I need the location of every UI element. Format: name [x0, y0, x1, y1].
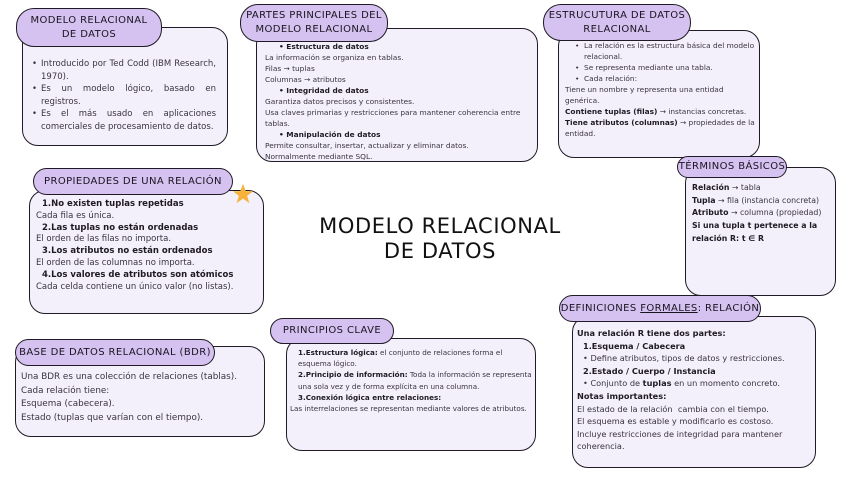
definiciones-title-pre: DEFINICIONES	[560, 302, 641, 314]
estructura-title-line2: RELACIONAL	[583, 23, 651, 35]
partes-title-line1: PARTES PRINCIPALES DEL	[246, 10, 382, 21]
bdr-content: Una BDR es una colección de relaciones (…	[21, 371, 265, 425]
text-line: Estado (tuplas que varían con el tiempo)…	[21, 412, 204, 423]
principle-item: 2.Principio de información: Toda la info…	[298, 370, 532, 391]
principios-card	[286, 338, 536, 451]
estructura-title-line1: ESTRUCUTURA DE DATOS	[548, 9, 686, 21]
text-line: Esquema (cabecera).	[21, 399, 115, 410]
definiciones-title-underlined: FORMALES	[640, 302, 698, 314]
main-title-line2: DE DATOS	[383, 239, 497, 263]
list-item: Es un modelo lógico, basado en registros…	[32, 83, 216, 108]
terminos-title: TÉRMINOS BÁSICOS	[678, 161, 786, 172]
section-heading: • Manipulación de datos	[279, 130, 381, 139]
bdr-title: BASE DE DATOS RELACIONAL (BDR)	[19, 346, 211, 358]
propiedades-title: PROPIEDADES DE UNA RELACIÓN	[44, 175, 222, 187]
text-line: La información se organiza en tablas.	[265, 53, 404, 62]
list-item: Es el más usado en aplicaciones comercia…	[32, 108, 216, 133]
notes-heading: Notas importantes:	[577, 390, 667, 401]
terminos-content: Relación → tabla Tupla → fila (instancia…	[692, 182, 832, 246]
modelo-title-line1: MODELO RELACIONAL	[30, 14, 148, 26]
text-line: Cada relación tiene:	[21, 385, 110, 396]
list-item: Cada relación:	[575, 73, 759, 84]
propiedades-content: 1.No existen tuplas repetidas Cada fila …	[36, 199, 264, 293]
text-line: Normalmente mediante SQL.	[265, 152, 373, 161]
property-heading: 4.Los valores de atributos son atómicos	[42, 269, 234, 280]
text-line: Tupla → fila (instancia concreta)	[692, 195, 820, 205]
property-text: Cada fila es única.	[36, 210, 115, 221]
modelo-header: MODELO RELACIONAL DE DATOS	[16, 8, 162, 47]
note-line: El esquema es estable y modificarlo es c…	[577, 416, 774, 427]
property-text: El orden de las filas no importa.	[36, 234, 172, 245]
terminos-header: TÉRMINOS BÁSICOS	[677, 156, 787, 178]
part-bullet: • Define atributos, tipos de datos y res…	[583, 353, 785, 364]
property-heading: 2.Las tuplas no están ordenadas	[42, 222, 199, 233]
property-text: Cada celda contiene un único valor (no l…	[36, 281, 234, 292]
text-line: Columnas → atributos	[265, 75, 346, 84]
text-line: Usa claves primarias y restricciones par…	[265, 108, 521, 128]
text-line: Si una tupla t pertenece a la relación R…	[692, 221, 818, 243]
principle-item: 1.Estructura lógica: el conjunto de rela…	[298, 348, 503, 369]
text-line: Permite consultar, insertar, actualizar …	[265, 141, 469, 150]
text-line: Garantiza datos precisos y consistentes.	[265, 97, 415, 106]
part-bullet: • Conjunto de tuplas en un momento concr…	[583, 378, 781, 389]
partes-title-line2: MODELO RELACIONAL	[255, 24, 373, 35]
star-icon	[232, 183, 254, 204]
principle-item: 3.Conexión lógica entre relaciones:	[298, 392, 442, 402]
partes-card	[256, 28, 538, 162]
section-heading: • Estructura de datos	[279, 42, 369, 51]
part-heading: 2.Estado / Cuerpo / Instancia	[583, 365, 716, 376]
list-item: La relación es la estructura básica del …	[575, 40, 759, 62]
text-line: Una BDR es una colección de relaciones (…	[21, 372, 237, 382]
modelo-title-line2: DE DATOS	[61, 28, 117, 40]
property-heading: 1.No existen tuplas repetidas	[42, 199, 184, 209]
estructura-header: ESTRUCUTURA DE DATOS RELACIONAL	[543, 4, 691, 41]
definiciones-title-post: : RELACIÓN	[697, 302, 760, 314]
definiciones-header: DEFINICIONES FORMALES: RELACIÓN	[559, 295, 761, 322]
principios-header: PRINCIPIOS CLAVE	[270, 318, 394, 344]
property-heading: 3.Los atributos no están ordenados	[42, 246, 213, 257]
bdr-header: BASE DE DATOS RELACIONAL (BDR)	[15, 339, 215, 366]
estructura-content: La relación es la estructura básica del …	[565, 40, 759, 139]
part-heading: 1.Esquema / Cabecera	[583, 340, 686, 351]
terminos-card	[685, 167, 836, 296]
principle-footer: Las interrelaciones se representan media…	[290, 404, 527, 414]
modelo-content: Introducido por Ted Codd (IBM Research, …	[32, 58, 216, 133]
partes-content: • Estructura de datos La información se …	[265, 41, 535, 162]
definiciones-content: Una relación R tiene dos partes: 1.Esque…	[577, 327, 815, 453]
partes-header: PARTES PRINCIPALES DEL MODELO RELACIONAL	[240, 4, 388, 42]
list-item: Se representa mediante una tabla.	[575, 62, 759, 73]
principios-title: PRINCIPIOS CLAVE	[282, 325, 382, 336]
main-title: MODELO RELACIONAL DE DATOS	[300, 214, 580, 264]
text-line: Relación → tabla	[692, 183, 761, 192]
text-line: Filas → tuplas	[265, 64, 315, 73]
star-shape	[232, 183, 254, 204]
main-title-line1: MODELO RELACIONAL	[319, 214, 561, 238]
text-line: Contiene tuplas (filas) → instancias con…	[565, 107, 747, 116]
note-line: Incluye restricciones de integridad para…	[577, 428, 783, 452]
property-text: El orden de las columnas no importa.	[36, 257, 195, 268]
note-line: El estado de la relación cambia con el t…	[577, 403, 769, 414]
definiciones-intro: Una relación R tiene dos partes:	[577, 328, 726, 338]
text-line: Tiene atributos (columnas) → propiedades…	[565, 118, 755, 138]
list-item: Introducido por Ted Codd (IBM Research, …	[32, 58, 216, 83]
section-heading: • Integridad de datos	[279, 86, 369, 95]
propiedades-card	[29, 190, 264, 314]
propiedades-header: PROPIEDADES DE UNA RELACIÓN	[33, 168, 233, 195]
text-line: Atributo → columna (propiedad)	[692, 208, 822, 218]
principios-content: 1.Estructura lógica: el conjunto de rela…	[290, 347, 534, 414]
text-line: Tiene un nombre y representa una entidad…	[565, 85, 724, 105]
